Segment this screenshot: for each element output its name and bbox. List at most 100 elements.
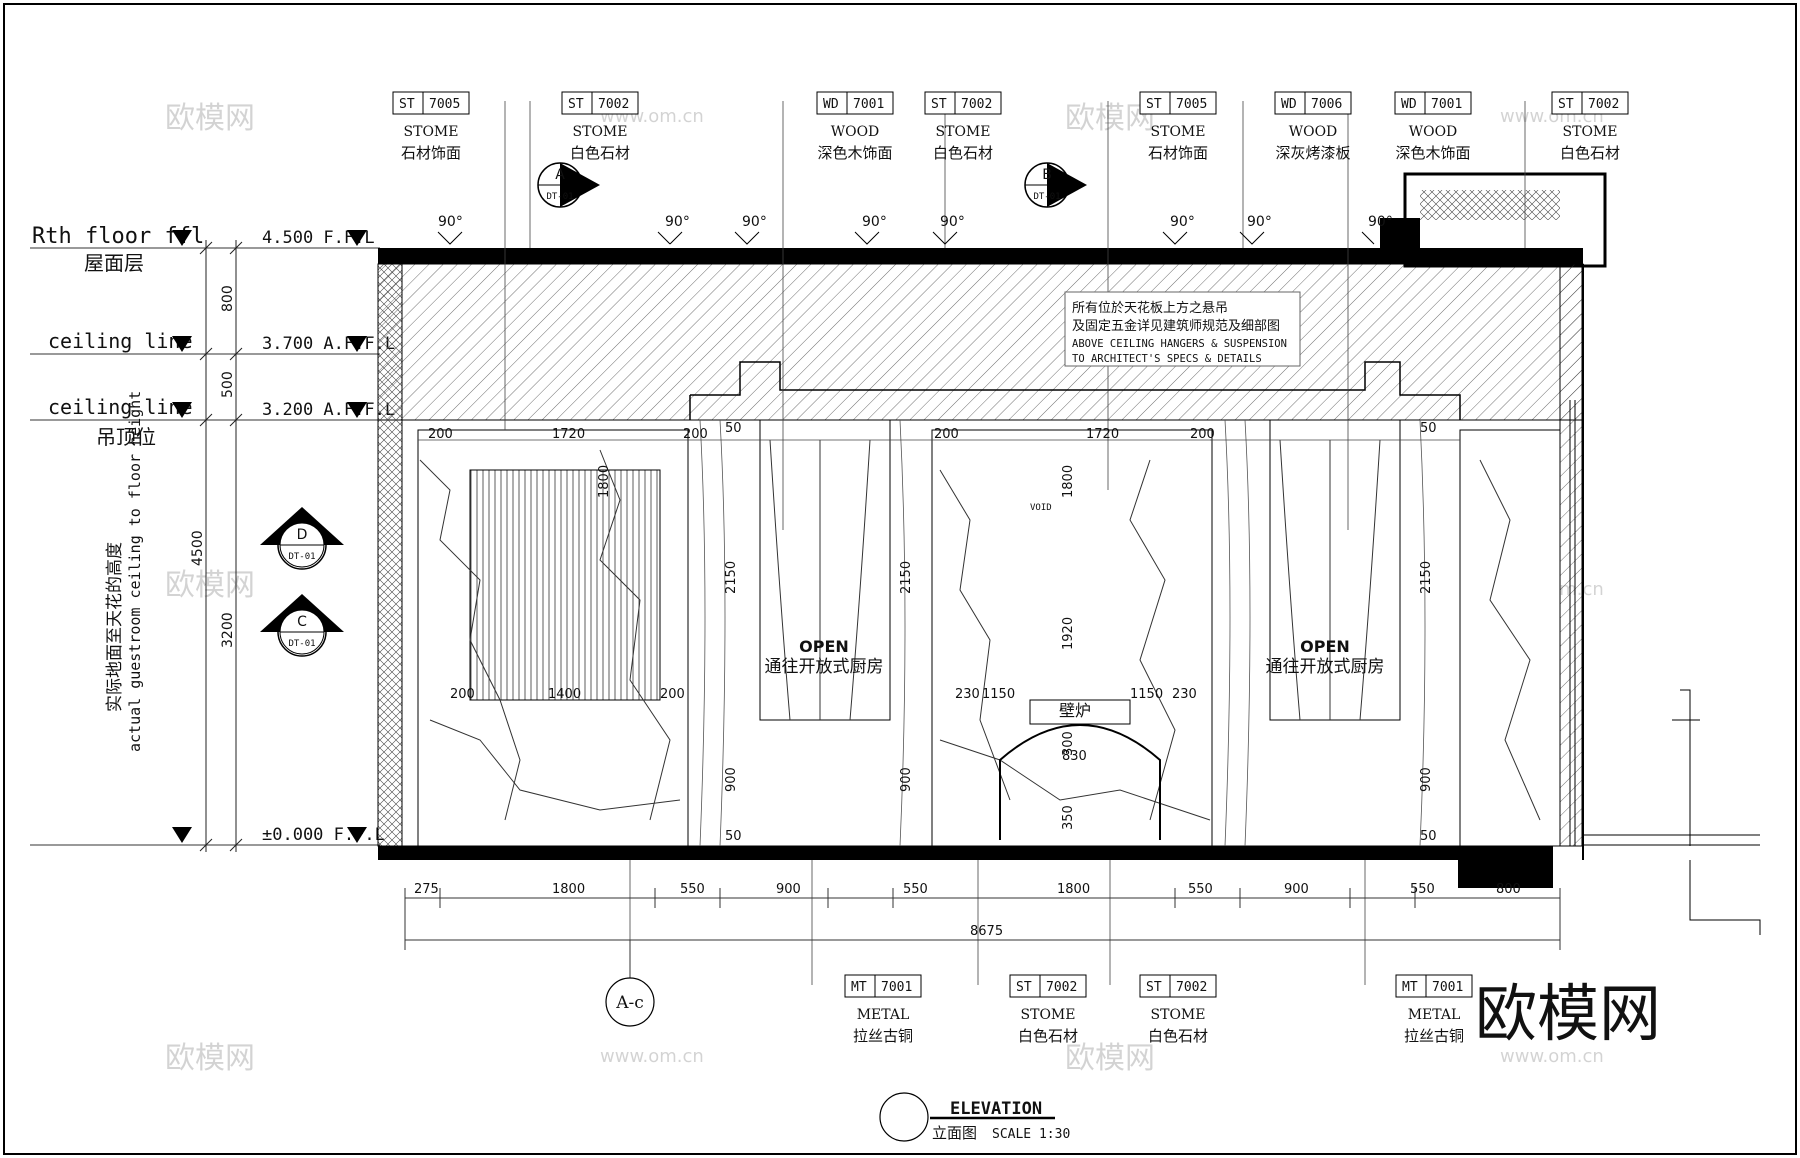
level-triangle <box>172 336 192 352</box>
dim-350-v: 350 <box>1061 805 1076 830</box>
angle-label: 90° <box>438 214 463 230</box>
tag-material: STOME <box>1151 1007 1206 1023</box>
dim-1920-v: 1920 <box>1061 617 1076 650</box>
level-triangle <box>347 336 367 352</box>
tag-material: STOME <box>1021 1007 1076 1023</box>
section-ref: DT-01 <box>288 552 315 562</box>
floor-levels: Rth floor ffl 屋面层 ceiling line ceiling l… <box>30 224 395 846</box>
svg-text:550: 550 <box>1188 882 1213 897</box>
tag-material: STOME <box>936 124 991 140</box>
right-wall <box>1559 263 1583 847</box>
top-right-fill <box>1420 190 1560 220</box>
fireplace-arch <box>999 724 1161 840</box>
void-label: VOID <box>1030 503 1052 513</box>
level-triangle <box>347 827 367 843</box>
svg-text:275: 275 <box>414 882 439 897</box>
opening-en: OPEN <box>799 637 849 656</box>
angle-markers: 90° 90° 90° 90° 90° 90° 90° 90° <box>437 214 1393 245</box>
section-marker: B DT-01 <box>1024 162 1087 208</box>
title-block: ELEVATION 立面图 SCALE 1:30 <box>879 1092 1070 1142</box>
material-tag: WD 7001 WOOD 深色木饰面 <box>1394 91 1472 162</box>
svg-text:830: 830 <box>1062 749 1087 764</box>
material-tag: WD 7006 WOOD 深灰烤漆板 <box>1274 91 1352 162</box>
height-note-zh: 实际地面至天花的高度 <box>105 542 125 712</box>
tag-zh: 白色石材 <box>1148 1027 1208 1045</box>
svg-text:550: 550 <box>1410 882 1435 897</box>
svg-text:900: 900 <box>1284 882 1309 897</box>
svg-text:800: 800 <box>1496 882 1521 897</box>
svg-text:50: 50 <box>725 829 742 844</box>
tag-code: ST <box>399 97 415 112</box>
bottom-tag-group: MT 7001 METAL 拉丝古铜 ST 7002 STOME 白色石材 ST… <box>844 974 1473 1045</box>
roof-slab <box>378 248 1583 264</box>
dim-1800-v: 1800 <box>597 465 612 498</box>
top-right-beam <box>1380 218 1420 264</box>
ceiling-note-zh1: 所有位於天花板上方之悬吊 <box>1072 300 1228 316</box>
grid-marker: A-c <box>605 940 655 1027</box>
stone-panel-2 <box>931 429 1213 847</box>
dim-900-v: 900 <box>724 767 739 792</box>
material-tag: ST 7005 STOME 石材饰面 <box>1139 91 1217 162</box>
section-ref: DT-01 <box>546 192 573 202</box>
tag-material: WOOD <box>1289 124 1338 140</box>
tag-material: WOOD <box>1409 124 1458 140</box>
tag-code: MT <box>1402 980 1418 995</box>
top-tag-group: ST 7005 STOME 石材饰面 ST 7002 STOME 白色石材 WD… <box>392 91 1629 162</box>
material-tag: ST 7002 STOME 白色石材 <box>924 91 1002 162</box>
dim-900-v: 900 <box>899 767 914 792</box>
svg-text:1150: 1150 <box>982 687 1015 702</box>
material-tag: ST 7002 STOME 白色石材 <box>1009 974 1087 1045</box>
height-note-en: actual guestroom ceiling to floor height <box>126 391 144 752</box>
opening-zh: 通往开放式厨房 <box>765 657 884 677</box>
tag-material: METAL <box>1408 1007 1461 1023</box>
angle-label: 90° <box>665 214 690 230</box>
stone-panel-3 <box>1459 429 1561 847</box>
watermark-url: www.om.cn <box>1500 1046 1604 1067</box>
section-ref: DT-01 <box>288 639 315 649</box>
watermark-logo: 欧模网 <box>165 101 255 136</box>
tag-zh: 石材饰面 <box>1148 144 1208 162</box>
svg-text:1150: 1150 <box>1130 687 1163 702</box>
angle-label: 90° <box>940 214 965 230</box>
tag-code: ST <box>1016 980 1032 995</box>
fireplace-label: 壁炉 <box>1059 701 1091 720</box>
tag-num: 7002 <box>1588 97 1619 112</box>
svg-text:230: 230 <box>1172 687 1197 702</box>
angle-label: 90° <box>1247 214 1272 230</box>
ceiling-note-en2: TO ARCHITECT'S SPECS & DETAILS <box>1072 353 1262 365</box>
dim-2150-v: 2150 <box>899 561 914 594</box>
vertical-dimensions <box>199 240 243 852</box>
tag-num: 7001 <box>1432 980 1463 995</box>
section-marker: D DT-01 <box>260 507 344 570</box>
title-zh: 立面图 <box>932 1124 977 1142</box>
bottom-dim-labels: 275 1800 550 900 550 1800 550 900 550 80… <box>414 882 1521 939</box>
dim-800: 800 <box>220 285 236 312</box>
tag-zh: 白色石材 <box>933 144 993 162</box>
tag-material: STOME <box>1563 124 1618 140</box>
tag-num: 7002 <box>1176 980 1207 995</box>
section-marker: C DT-01 <box>260 594 344 657</box>
tag-num: 7006 <box>1311 97 1342 112</box>
tag-zh: 深色木饰面 <box>1395 144 1470 162</box>
svg-text:50: 50 <box>1420 421 1437 436</box>
tag-code: WD <box>823 97 839 112</box>
level-triangle <box>347 230 367 246</box>
watermark-logo: 欧模网 <box>165 568 255 603</box>
level-triangle <box>347 402 367 418</box>
ceiling-note-en1: ABOVE CEILING HANGERS & SUSPENSION <box>1072 338 1287 350</box>
tag-zh: 深色木饰面 <box>817 144 892 162</box>
material-tag: ST 7002 STOME 白色石材 <box>561 91 639 162</box>
tag-material: STOME <box>573 124 628 140</box>
svg-text:230: 230 <box>955 687 980 702</box>
opening-zh: 通往开放式厨房 <box>1266 657 1385 677</box>
svg-text:50: 50 <box>1420 829 1437 844</box>
title-en: ELEVATION <box>950 1099 1042 1119</box>
dim-1800-v: 1800 <box>1061 465 1076 498</box>
doorway-left <box>759 419 891 721</box>
ceiling-void <box>377 263 1584 421</box>
opening-en: OPEN <box>1300 637 1350 656</box>
tag-num: 7002 <box>1046 980 1077 995</box>
tag-code: ST <box>1558 97 1574 112</box>
section-letter: A <box>555 167 565 183</box>
angle-label: 90° <box>1170 214 1195 230</box>
